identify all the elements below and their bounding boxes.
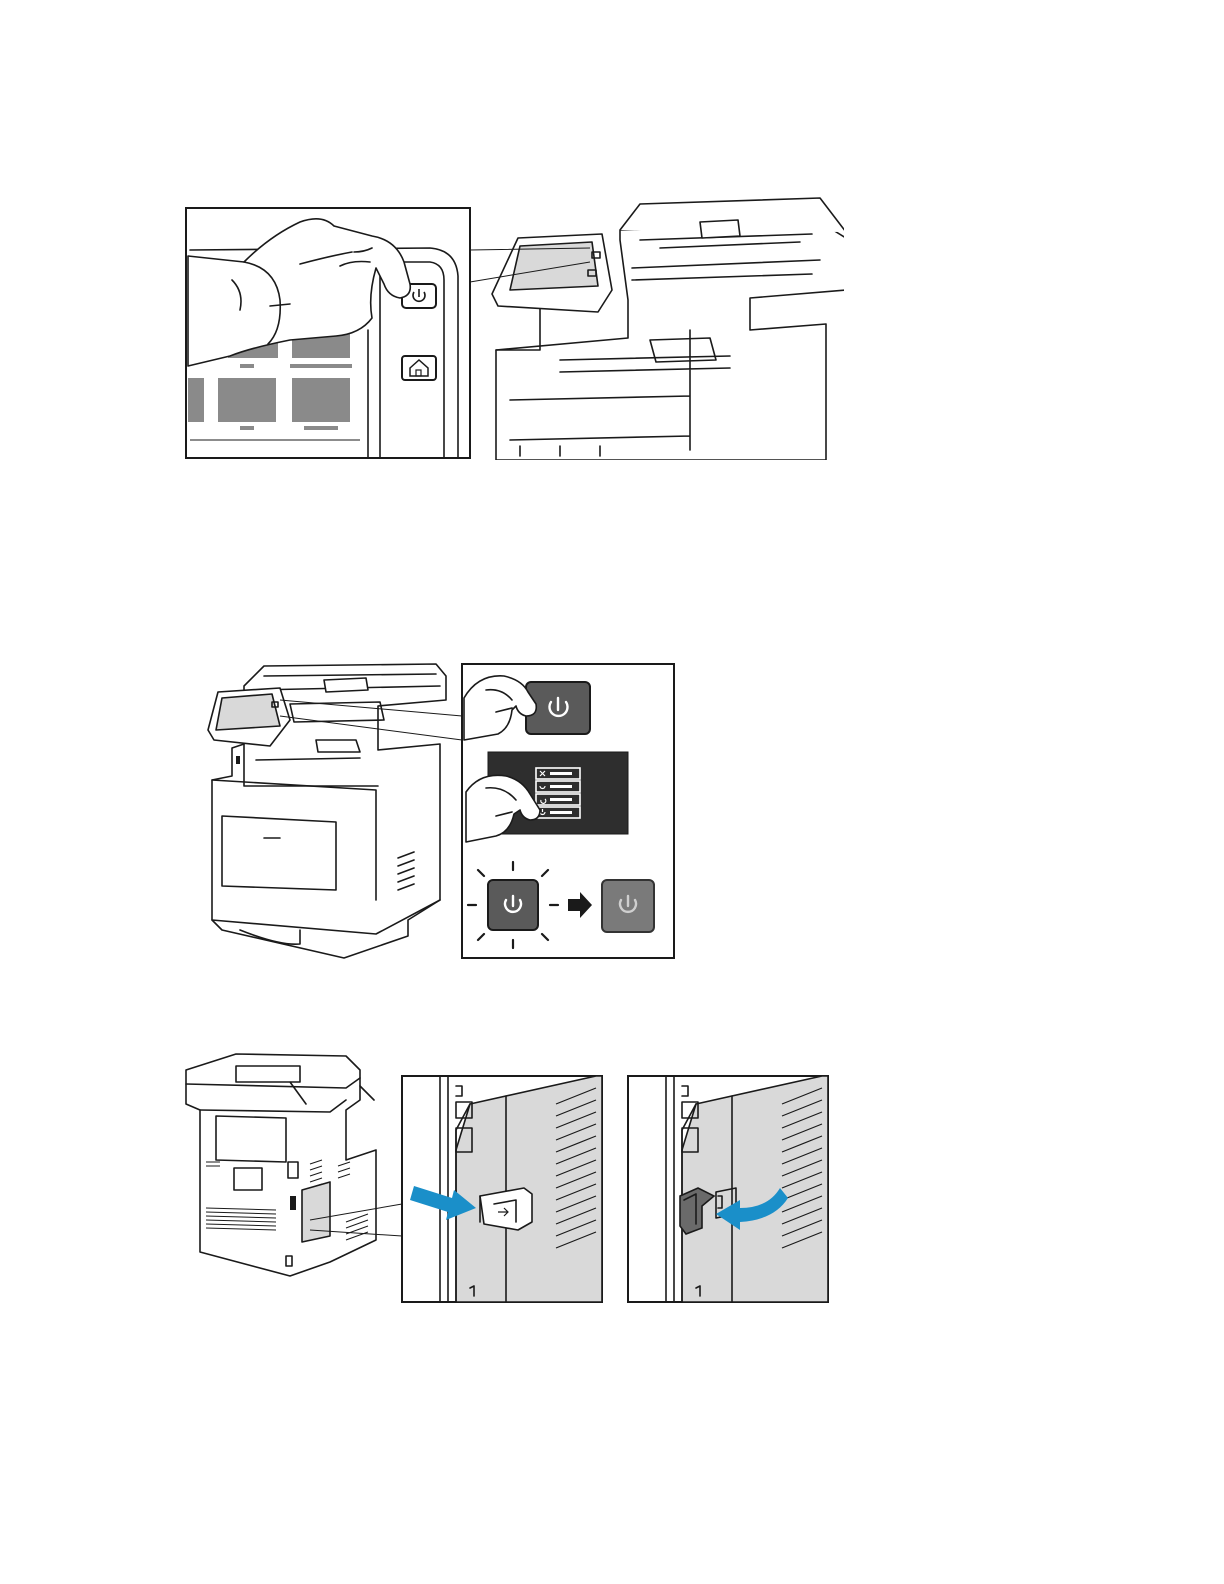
home-button[interactable] (402, 356, 436, 380)
printer-illustration (208, 664, 446, 958)
figure-power-button-press (184, 196, 844, 460)
figure-rear-power-switch (180, 1046, 836, 1308)
printer-illustration (492, 198, 844, 460)
printer-rear-illustration (186, 1054, 376, 1276)
power-button-off (602, 880, 654, 932)
figure-power-shutdown-sequence (204, 658, 680, 962)
power-switch-cover[interactable] (480, 1188, 532, 1230)
